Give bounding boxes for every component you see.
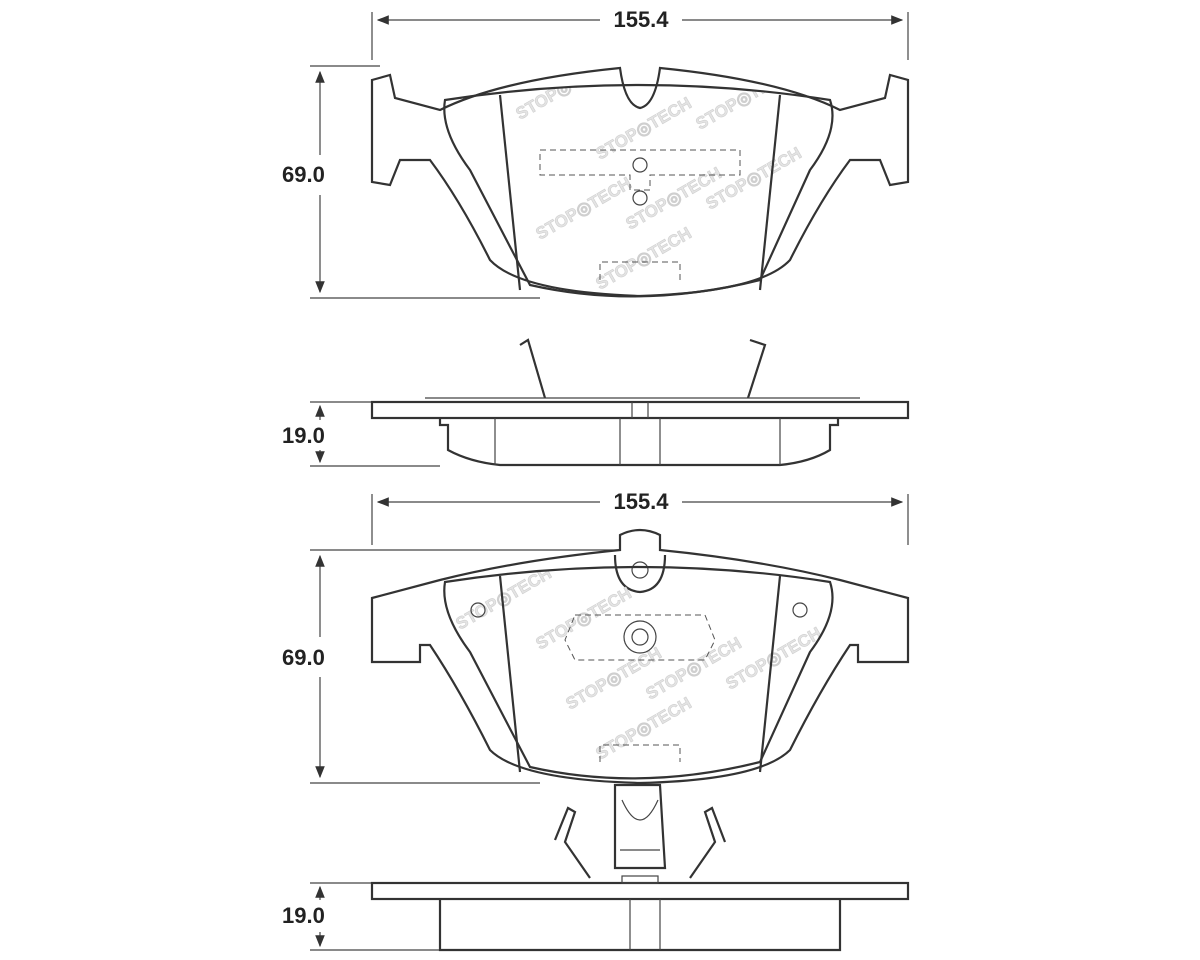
height-label-top-2: 69.0 <box>282 645 325 670</box>
svg-text:STOP◎TECH: STOP◎TECH <box>533 583 635 653</box>
width-dimension-2 <box>371 494 909 545</box>
backing-plate-outline <box>370 66 910 298</box>
height-label-top-1: 69.0 <box>282 162 325 187</box>
width-label-top-1: 155.4 <box>613 7 669 32</box>
svg-text:STOP◎TECH: STOP◎TECH <box>593 223 695 293</box>
thickness-label-side-2: 19.0 <box>282 903 325 928</box>
pad-side-view-1 <box>310 338 910 467</box>
thickness-label-side-1: 19.0 <box>282 423 325 448</box>
svg-text:STOP◎TECH: STOP◎TECH <box>643 633 745 703</box>
svg-text:STOP◎TECH: STOP◎TECH <box>513 53 615 123</box>
width-dimension-1 <box>371 12 909 60</box>
height-dimension-1 <box>310 65 540 299</box>
thickness-dimension-2 <box>310 882 440 951</box>
height-dimension-2 <box>310 549 620 784</box>
svg-text:STOP◎TECH: STOP◎TECH <box>563 643 665 713</box>
width-label-top-2: 155.4 <box>613 489 669 514</box>
svg-text:STOP◎TECH: STOP◎TECH <box>533 173 635 243</box>
watermark-1: STOP◎TECH STOP◎TECH STOP◎TECH STOP◎TECH … <box>512 53 805 294</box>
thickness-dimension-1 <box>310 401 440 467</box>
pad-side-view-2 <box>310 783 910 952</box>
svg-text:STOP◎TECH: STOP◎TECH <box>593 93 695 163</box>
pad-top-view-2: STOP◎TECH STOP◎TECH STOP◎TECH STOP◎TECH … <box>310 494 910 785</box>
svg-text:STOP◎TECH: STOP◎TECH <box>593 693 695 763</box>
pad-top-view-1: STOP◎TECH STOP◎TECH STOP◎TECH STOP◎TECH … <box>310 12 910 299</box>
